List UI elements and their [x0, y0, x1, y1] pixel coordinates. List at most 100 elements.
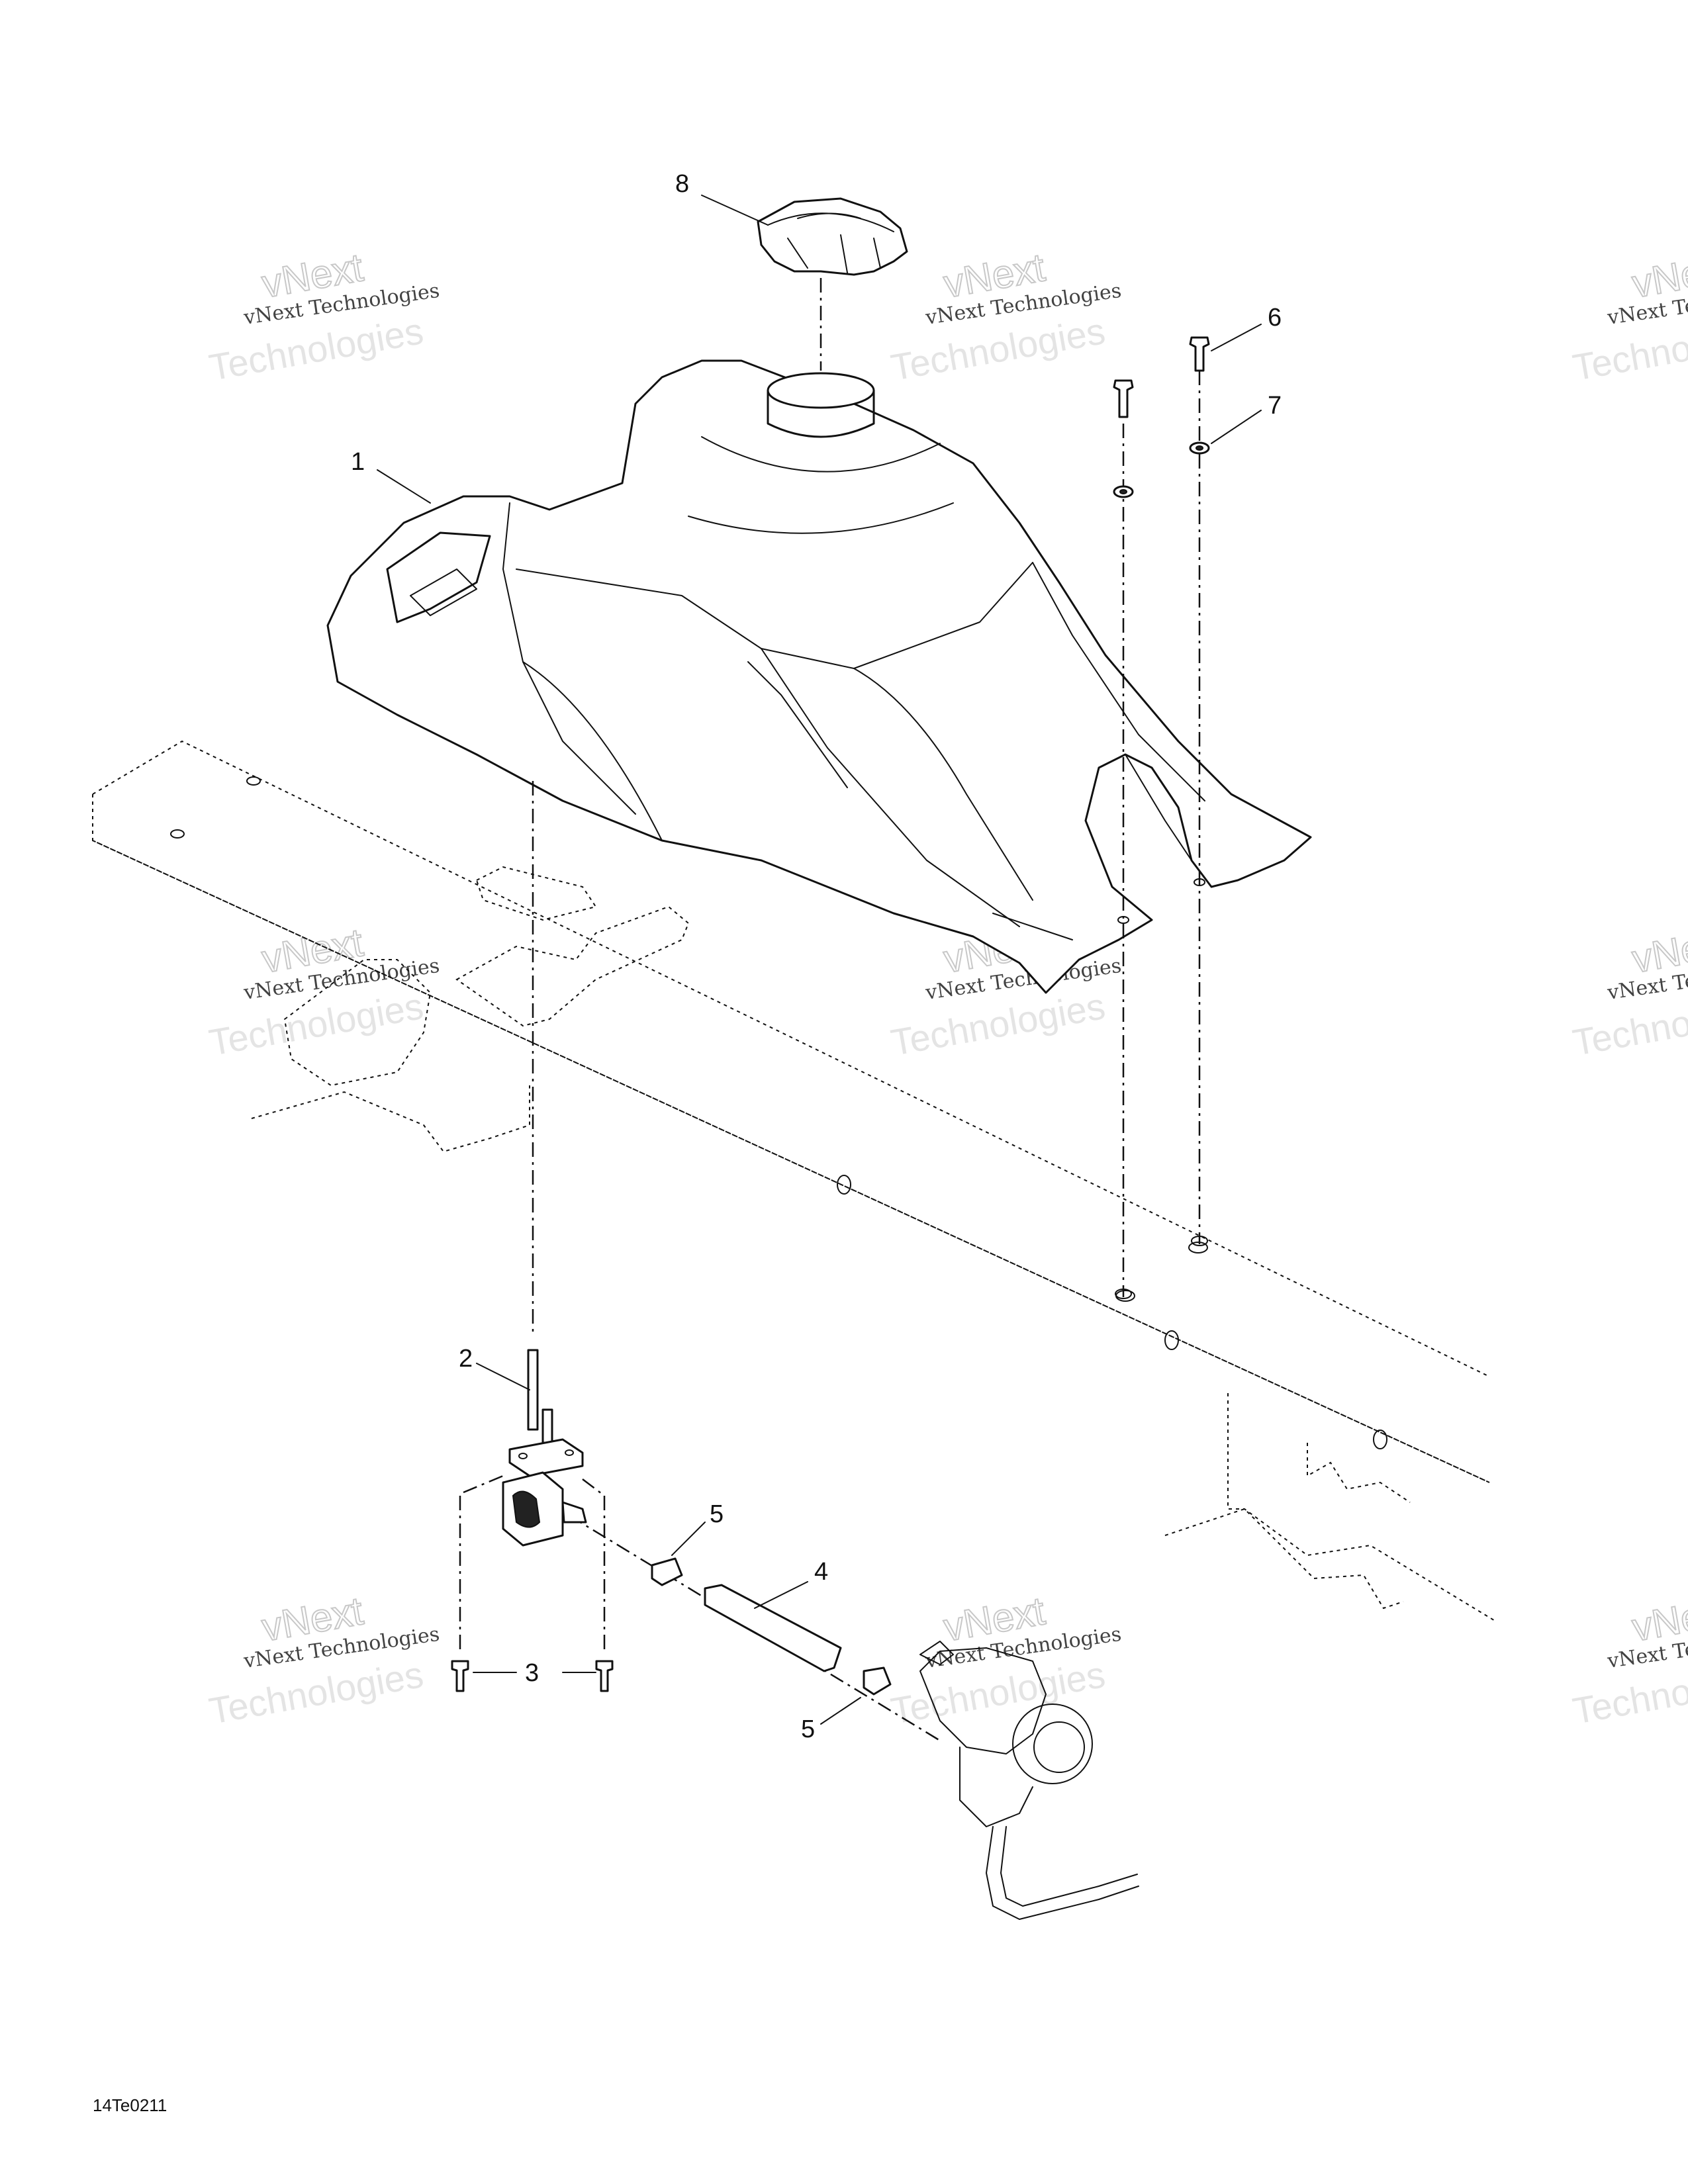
callout-1: 1: [351, 448, 365, 476]
watermark-top-left: vNext vNext Technologies Technologies: [206, 244, 441, 388]
filler-neck-rim: [767, 372, 875, 409]
fuel-tank-body: [326, 359, 1312, 994]
frame-bottom-edge: [92, 840, 1490, 1483]
fuel-cap: [757, 197, 908, 276]
rear-bracket-lower: [251, 1085, 530, 1153]
leader-1: [377, 469, 431, 504]
leader-lines: [377, 195, 1262, 1725]
watermark-low-left: vNext vNext Technologies Technologies: [206, 1588, 441, 1732]
callout-8: 8: [675, 170, 689, 198]
fuel-cap-crown: [797, 212, 861, 219]
fuel-valve-lever: [512, 1490, 541, 1528]
callout-5-lower: 5: [801, 1715, 815, 1743]
frame-hole: [837, 1175, 851, 1195]
leader-2: [476, 1363, 530, 1390]
tank-inner-tunnel: [1125, 754, 1192, 861]
leader-5a: [671, 1522, 706, 1556]
watermark-mid-left: vNext vNext Technologies Technologies: [206, 919, 441, 1064]
fuel-cap-grip-ribs: [787, 234, 881, 273]
washer-right-hole: [1196, 445, 1203, 451]
watermark-line3: Technologies: [206, 985, 426, 1064]
tank-rear-handle: [410, 569, 477, 616]
tank-seat-channel: [853, 668, 1033, 901]
carburetor-lower: [959, 1747, 1033, 1827]
left-bracket-plate: [475, 866, 597, 921]
tank-front-mount-tab: [992, 913, 1073, 940]
frame-bolt-hole-left: [1115, 1289, 1132, 1299]
carburetor-bowl: [1012, 1704, 1093, 1784]
carburetor-bowl-inner: [1033, 1721, 1085, 1773]
leader-7: [1211, 410, 1262, 444]
tank-seat-channel-left: [761, 648, 1020, 927]
valve-to-screws-centerline: [463, 1475, 605, 1496]
frame-hole: [1373, 1430, 1387, 1449]
watermark-line3: Technologies: [206, 310, 426, 388]
fuel-cap-body: [757, 197, 908, 276]
flange-hole: [565, 1449, 574, 1456]
watermark-low-right: vNext vNext Technologies Technologies: [1570, 1588, 1688, 1732]
carburetor-phantom: [919, 1641, 1139, 1920]
frame-bracket-right: [1307, 1443, 1411, 1503]
tank-seat-edge: [747, 661, 848, 788]
fuel-hose: [704, 1584, 842, 1672]
hose-clamp-lower: [863, 1666, 892, 1696]
fuel-valve-reserve-tube: [541, 1408, 553, 1444]
leader-8: [701, 195, 769, 226]
tank-dome-edge: [688, 502, 954, 534]
frame-hole: [1164, 1330, 1179, 1350]
frame-hole: [1115, 1290, 1135, 1302]
hose-clamp-upper: [651, 1557, 683, 1586]
fuel-tank: [326, 359, 1312, 994]
leader-4: [754, 1581, 808, 1609]
callout-3: 3: [525, 1659, 539, 1687]
leader-5b: [820, 1697, 861, 1725]
bolt-left: [1113, 379, 1134, 418]
screw-left: [451, 1660, 469, 1692]
frame-hole: [170, 829, 185, 839]
tank-bolts: [1113, 336, 1210, 1299]
filler-neck: [767, 389, 875, 438]
callout-5-upper: 5: [710, 1500, 724, 1528]
frame-rail-phantom: [92, 740, 1497, 1622]
fuel-valve-outlet: [561, 1501, 587, 1524]
fuel-line-assembly: [651, 1557, 892, 1696]
carburetor-drain-hose: [986, 1826, 1139, 1920]
screw-right: [595, 1660, 614, 1692]
bolt-right: [1189, 336, 1210, 372]
frame-top-edge: [92, 740, 1490, 1377]
washer-left-hole: [1119, 489, 1127, 494]
frame-hole: [1188, 1242, 1208, 1253]
carburetor-body: [919, 1647, 1047, 1754]
tank-top-crease: [516, 562, 1033, 669]
watermark-mid-right: vNext vNext Technologies Technologies: [1570, 919, 1688, 1064]
watermark-low-center: vNext vNext Technologies Technologies: [888, 1588, 1123, 1732]
callout-6: 6: [1268, 304, 1282, 332]
frame-crossmember: [1227, 1393, 1497, 1622]
watermark-top-center: vNext vNext Technologies Technologies: [888, 244, 1123, 388]
drawing-code: 14Te0211: [93, 2095, 167, 2115]
fuel-valve: [502, 1349, 587, 1547]
rear-bracket: [283, 959, 432, 1087]
callout-7: 7: [1268, 392, 1282, 420]
leader-6: [1211, 324, 1262, 351]
fuel-valve-flange: [508, 1438, 584, 1477]
flange-hole: [518, 1453, 528, 1459]
callout-2: 2: [459, 1345, 473, 1373]
valve-screws: [451, 1660, 614, 1692]
left-bracket-body: [455, 905, 690, 1027]
watermark-line3: Technologies: [206, 1653, 426, 1732]
watermark-top-right: vNext vNext Technologies Technologies: [1570, 244, 1688, 388]
carburetor-drain-hose-inner: [1000, 1826, 1138, 1907]
frame-bolt-hole-right: [1191, 1236, 1208, 1246]
watermark-line3: Technologies: [888, 310, 1108, 388]
tank-right-crease: [1032, 562, 1205, 801]
watermark-line3: Technologies: [888, 985, 1108, 1064]
frame-front-edge: [92, 794, 1490, 1483]
callout-4: 4: [814, 1558, 828, 1586]
frame-hole: [246, 776, 261, 786]
watermark-line3: Technologies: [888, 1653, 1108, 1732]
callout-labels: 8 1 6 7 2 3 5 4 5: [351, 170, 1282, 1743]
tank-lower-crease: [522, 661, 663, 841]
carburetor-inlet: [919, 1641, 954, 1665]
